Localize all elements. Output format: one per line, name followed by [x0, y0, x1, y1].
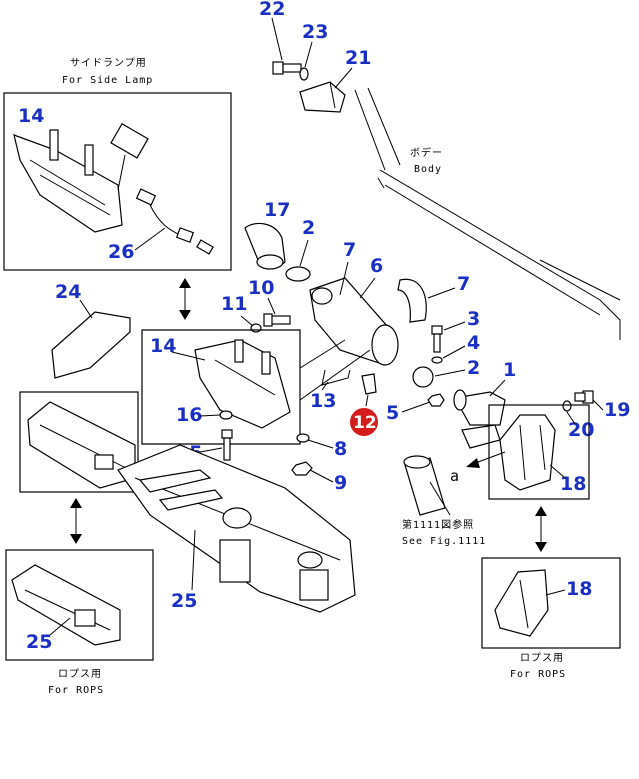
- callout-25-main: 25: [171, 590, 197, 612]
- cover-24: [51, 311, 131, 379]
- callout-2-top: 2: [302, 217, 315, 239]
- bracket-14-center: [194, 339, 291, 429]
- see-fig-label-en: See Fig.1111: [402, 536, 486, 547]
- body-label-jp: ボデー: [410, 146, 443, 159]
- callout-3: 3: [467, 308, 480, 330]
- bracket-18-lower: [494, 569, 549, 637]
- duct-17: [244, 222, 286, 270]
- lamp-21: [299, 81, 346, 113]
- pipe-1: [453, 389, 506, 449]
- side-lamp-detail-box: [3, 92, 232, 271]
- rops-label-en-left: For ROPS: [48, 685, 104, 696]
- center-bracket-detail-box: [141, 329, 301, 445]
- washer-23: [299, 67, 309, 81]
- clamp-2-top: [285, 266, 311, 282]
- callout-14-center: 14: [150, 335, 176, 357]
- callout-13: 13: [310, 390, 336, 412]
- nut-9: [291, 461, 313, 476]
- tube-13: [321, 369, 351, 386]
- callout-7-left: 7: [343, 239, 356, 261]
- rops-bracket-detail-box-lower: [481, 557, 621, 649]
- muffler-6: [309, 277, 399, 366]
- bolt-3: [431, 325, 443, 353]
- rops-label-jp-left: ロプス用: [58, 668, 102, 680]
- frame-detail-box-left: [19, 391, 139, 493]
- callout-5: 5: [386, 402, 399, 424]
- washer-8: [296, 433, 310, 443]
- link-arrow-side-lamp: [179, 278, 191, 320]
- arrow-a-label-right: a: [450, 467, 460, 485]
- washer-20: [562, 400, 572, 412]
- callout-4: 4: [467, 332, 480, 354]
- callout-24: 24: [55, 281, 81, 303]
- clamp-2-right: [412, 366, 434, 388]
- side-lamp-label-en: For Side Lamp: [62, 75, 153, 86]
- callout-1: 1: [503, 359, 516, 381]
- bracket-18-upper: [499, 414, 556, 491]
- link-arrow-rops-left: [70, 498, 82, 544]
- see-fig-label-jp: 第1111図参照: [402, 518, 474, 531]
- bolt-22: [272, 61, 302, 75]
- callout-6: 6: [370, 255, 383, 277]
- frame-25-detail: [11, 564, 121, 646]
- bolt-19: [574, 390, 594, 404]
- side-lamp-label-jp: サイドランプ用: [70, 57, 147, 69]
- callout-9: 9: [334, 472, 347, 494]
- callout-26: 26: [108, 241, 134, 263]
- body-label-en: Body: [414, 164, 442, 175]
- nut-5: [427, 393, 445, 407]
- callout-20: 20: [568, 419, 594, 441]
- side-lamp-bracket: [13, 123, 214, 255]
- washer-4: [431, 356, 443, 364]
- bolt-15: [221, 429, 233, 461]
- rops-label-jp-right: ロプス用: [520, 652, 564, 664]
- body-frame: [354, 87, 621, 340]
- callout-10: 10: [248, 277, 274, 299]
- callout-16: 16: [176, 404, 202, 426]
- rops-bracket-detail-box-upper: [488, 404, 590, 500]
- washer-16: [219, 410, 233, 420]
- callout-12-highlighted: 12: [353, 413, 377, 433]
- rops-label-en-right: For ROPS: [510, 669, 566, 680]
- callout-18-upper: 18: [560, 473, 586, 495]
- callout-8: 8: [334, 438, 347, 460]
- callout-25-detail: 25: [26, 631, 52, 653]
- callout-23: 23: [302, 21, 328, 43]
- extension-pipe: [403, 455, 446, 516]
- bolt-10: [263, 313, 291, 327]
- callout-19: 19: [604, 399, 630, 421]
- link-arrow-rops-right: [535, 506, 547, 552]
- callout-22: 22: [259, 0, 285, 20]
- callout-21: 21: [345, 47, 371, 69]
- elbow-12: [361, 373, 377, 395]
- view-arrow-a-right: [466, 451, 506, 468]
- band-7-right: [397, 278, 427, 323]
- frame-left-detail: [27, 401, 136, 489]
- main-frame-25: [117, 444, 356, 613]
- callout-18-lower: 18: [566, 578, 592, 600]
- callout-11: 11: [221, 293, 247, 315]
- callout-7-right: 7: [457, 273, 470, 295]
- highlight-marker-12: [348, 406, 380, 438]
- rops-frame-detail-box: [5, 549, 154, 661]
- callout-17: 17: [264, 199, 290, 221]
- callout-2-right: 2: [467, 357, 480, 379]
- callout-14-side-lamp: 14: [18, 105, 44, 127]
